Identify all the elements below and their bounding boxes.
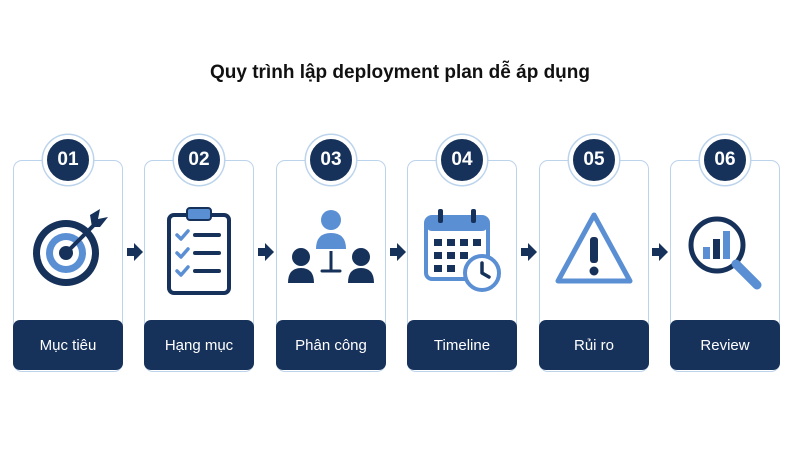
arrow-right-icon <box>258 243 274 261</box>
step-number-1: 01 <box>43 135 93 185</box>
step-label-4: Timeline <box>407 320 517 370</box>
step-number-4: 04 <box>437 135 487 185</box>
step-label-5: Rủi ro <box>539 320 649 370</box>
step-number-3: 03 <box>306 135 356 185</box>
magnifier-chart-icon <box>688 216 762 290</box>
step-number-6: 06 <box>700 135 750 185</box>
arrow-right-icon <box>521 243 537 261</box>
warning-icon <box>555 212 633 284</box>
calendar-clock-icon <box>424 209 501 292</box>
step-number-2: 02 <box>174 135 224 185</box>
step-label-6: Review <box>670 320 780 370</box>
page-title: Quy trình lập deployment plan dễ áp dụng <box>209 62 591 83</box>
team-assignment-icon <box>288 210 374 283</box>
step-number-5: 05 <box>569 135 619 185</box>
arrow-right-icon <box>390 243 406 261</box>
step-label-1: Mục tiêu <box>13 320 123 370</box>
arrow-right-icon <box>652 243 668 261</box>
target-icon <box>33 209 108 286</box>
step-label-3: Phân công <box>276 320 386 370</box>
clipboard-checklist-icon <box>167 207 231 295</box>
step-label-2: Hạng mục <box>144 320 254 370</box>
arrow-right-icon <box>127 243 143 261</box>
